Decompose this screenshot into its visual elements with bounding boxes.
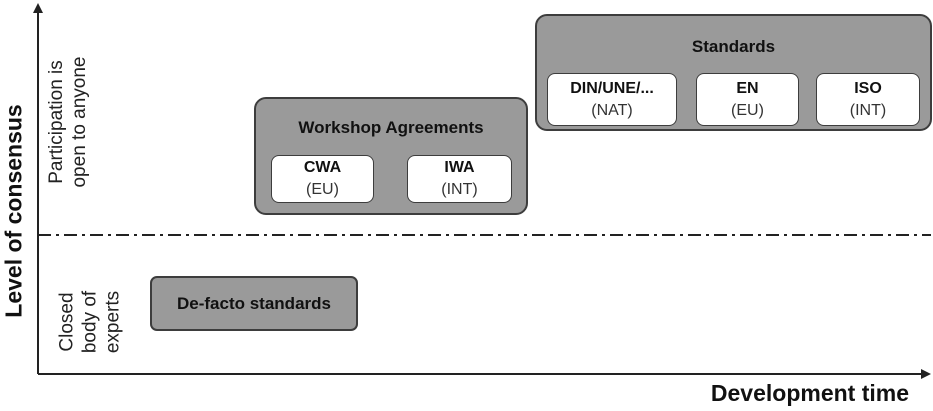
iwa-name: IWA: [444, 159, 475, 176]
standard-european-box: EN (EU): [696, 73, 799, 126]
workshop-agreements-group: Workshop Agreements CWA (EU) IWA (INT): [254, 97, 528, 215]
standard-national-name: DIN/UNE/...: [570, 79, 654, 97]
cwa-name: CWA: [303, 159, 342, 176]
standard-international-scope: (INT): [849, 101, 887, 119]
standard-national-box: DIN/UNE/... (NAT): [547, 73, 677, 126]
cwa-box: CWA (EU): [271, 155, 374, 203]
y-axis-label: Level of consensus: [0, 104, 27, 318]
iwa-box: IWA (INT): [407, 155, 512, 203]
closed-experts-line-2: body of: [79, 290, 101, 354]
standard-national-scope: (NAT): [591, 101, 633, 119]
cwa-scope: (EU): [306, 181, 339, 198]
closed-experts-line-1: Closed: [56, 292, 78, 352]
defacto-standards-box: De-facto standards: [150, 276, 358, 331]
x-axis-label: Development time: [710, 380, 909, 406]
workshop-agreements-title: Workshop Agreements: [298, 118, 484, 137]
open-participation-line-2: open to anyone: [69, 56, 90, 188]
standards-title: Standards: [691, 37, 776, 56]
iwa-scope: (INT): [441, 181, 478, 198]
standard-european-name: EN: [736, 79, 759, 97]
standards-group: Standards DIN/UNE/... (NAT) EN (EU) ISO …: [535, 14, 932, 131]
closed-experts-line-3: experts: [102, 290, 124, 354]
open-participation-label: Participation is open to anyone: [45, 56, 91, 187]
standard-international-box: ISO (INT): [816, 73, 920, 126]
standard-european-scope: (EU): [731, 101, 764, 119]
standard-international-name: ISO: [854, 79, 882, 97]
open-participation-line-1: Participation is: [46, 60, 67, 184]
closed-experts-label: Closed body of experts: [56, 291, 125, 353]
